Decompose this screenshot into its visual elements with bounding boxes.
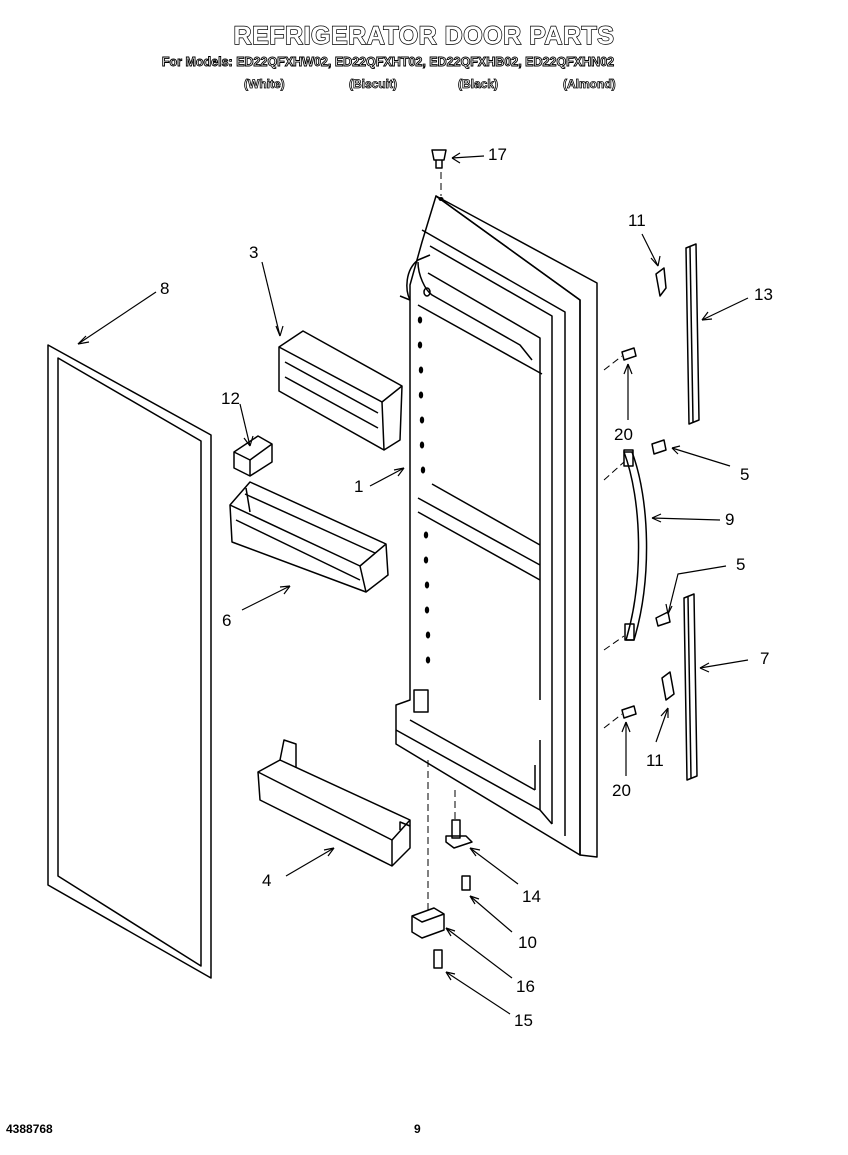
finish-labels: (White) (Biscuit) (Black) (Almond) bbox=[0, 77, 848, 95]
door-liner-part-1 bbox=[395, 195, 598, 858]
shelf-part-4 bbox=[257, 739, 411, 867]
callout-16: 16 bbox=[516, 977, 535, 996]
clip-part-12 bbox=[233, 435, 273, 477]
callout-20-top: 20 bbox=[614, 425, 633, 444]
hinge-bracket-part-16 bbox=[411, 907, 445, 939]
callout-17: 17 bbox=[488, 145, 507, 164]
callout-5-bottom: 5 bbox=[736, 555, 745, 574]
page-title: REFRIGERATOR DOOR PARTS bbox=[233, 21, 615, 50]
bracket-part-11-bottom bbox=[661, 671, 675, 701]
callout-1: 1 bbox=[354, 477, 363, 496]
callout-7: 7 bbox=[760, 649, 769, 668]
screw-part-15 bbox=[433, 949, 443, 969]
callout-11-top: 11 bbox=[628, 211, 646, 230]
callout-3: 3 bbox=[249, 243, 258, 262]
screw-part-20-bottom bbox=[621, 705, 637, 719]
callout-20-bottom: 20 bbox=[612, 781, 631, 800]
finish-black: (Black) bbox=[458, 77, 499, 92]
callout-4: 4 bbox=[262, 871, 271, 890]
callout-10: 10 bbox=[518, 933, 537, 952]
callout-5-top: 5 bbox=[740, 465, 749, 484]
screw-part-5-bottom bbox=[655, 611, 671, 627]
callout-6: 6 bbox=[222, 611, 231, 630]
callout-15: 15 bbox=[514, 1011, 533, 1030]
page-number: 9 bbox=[414, 1122, 421, 1136]
trim-part-7 bbox=[683, 593, 698, 781]
leader-lines bbox=[77, 152, 749, 1015]
callout-12: 12 bbox=[221, 389, 240, 408]
screw-part-17 bbox=[431, 149, 447, 169]
screw-part-5-top bbox=[651, 439, 667, 455]
finish-white: (White) bbox=[244, 77, 285, 92]
callout-labels: 17 3 8 11 13 12 20 5 1 9 6 5 7 11 20 4 1… bbox=[160, 145, 773, 1030]
shelf-part-3 bbox=[278, 330, 403, 451]
callout-9: 9 bbox=[725, 510, 734, 529]
hinge-pin-part-14 bbox=[445, 819, 473, 849]
finish-biscuit: (Biscuit) bbox=[349, 77, 398, 92]
bin-part-6 bbox=[229, 481, 389, 593]
document-number: 4388768 bbox=[6, 1122, 53, 1136]
callout-8: 8 bbox=[160, 279, 169, 298]
bracket-part-11-top bbox=[655, 267, 667, 297]
callout-13: 13 bbox=[754, 285, 773, 304]
screw-part-20-top bbox=[621, 347, 637, 361]
models-line: For Models: ED22QFXHW02, ED22QFXHT02, ED… bbox=[161, 55, 615, 70]
callout-11-bottom: 11 bbox=[646, 751, 664, 770]
screw-part-10 bbox=[461, 875, 471, 891]
gasket-part-8 bbox=[47, 344, 212, 979]
handle-part-9 bbox=[623, 449, 648, 641]
alignment-lines bbox=[427, 172, 625, 912]
finish-almond: (Almond) bbox=[563, 77, 616, 92]
trim-part-13 bbox=[685, 243, 700, 425]
callout-14: 14 bbox=[522, 887, 541, 906]
